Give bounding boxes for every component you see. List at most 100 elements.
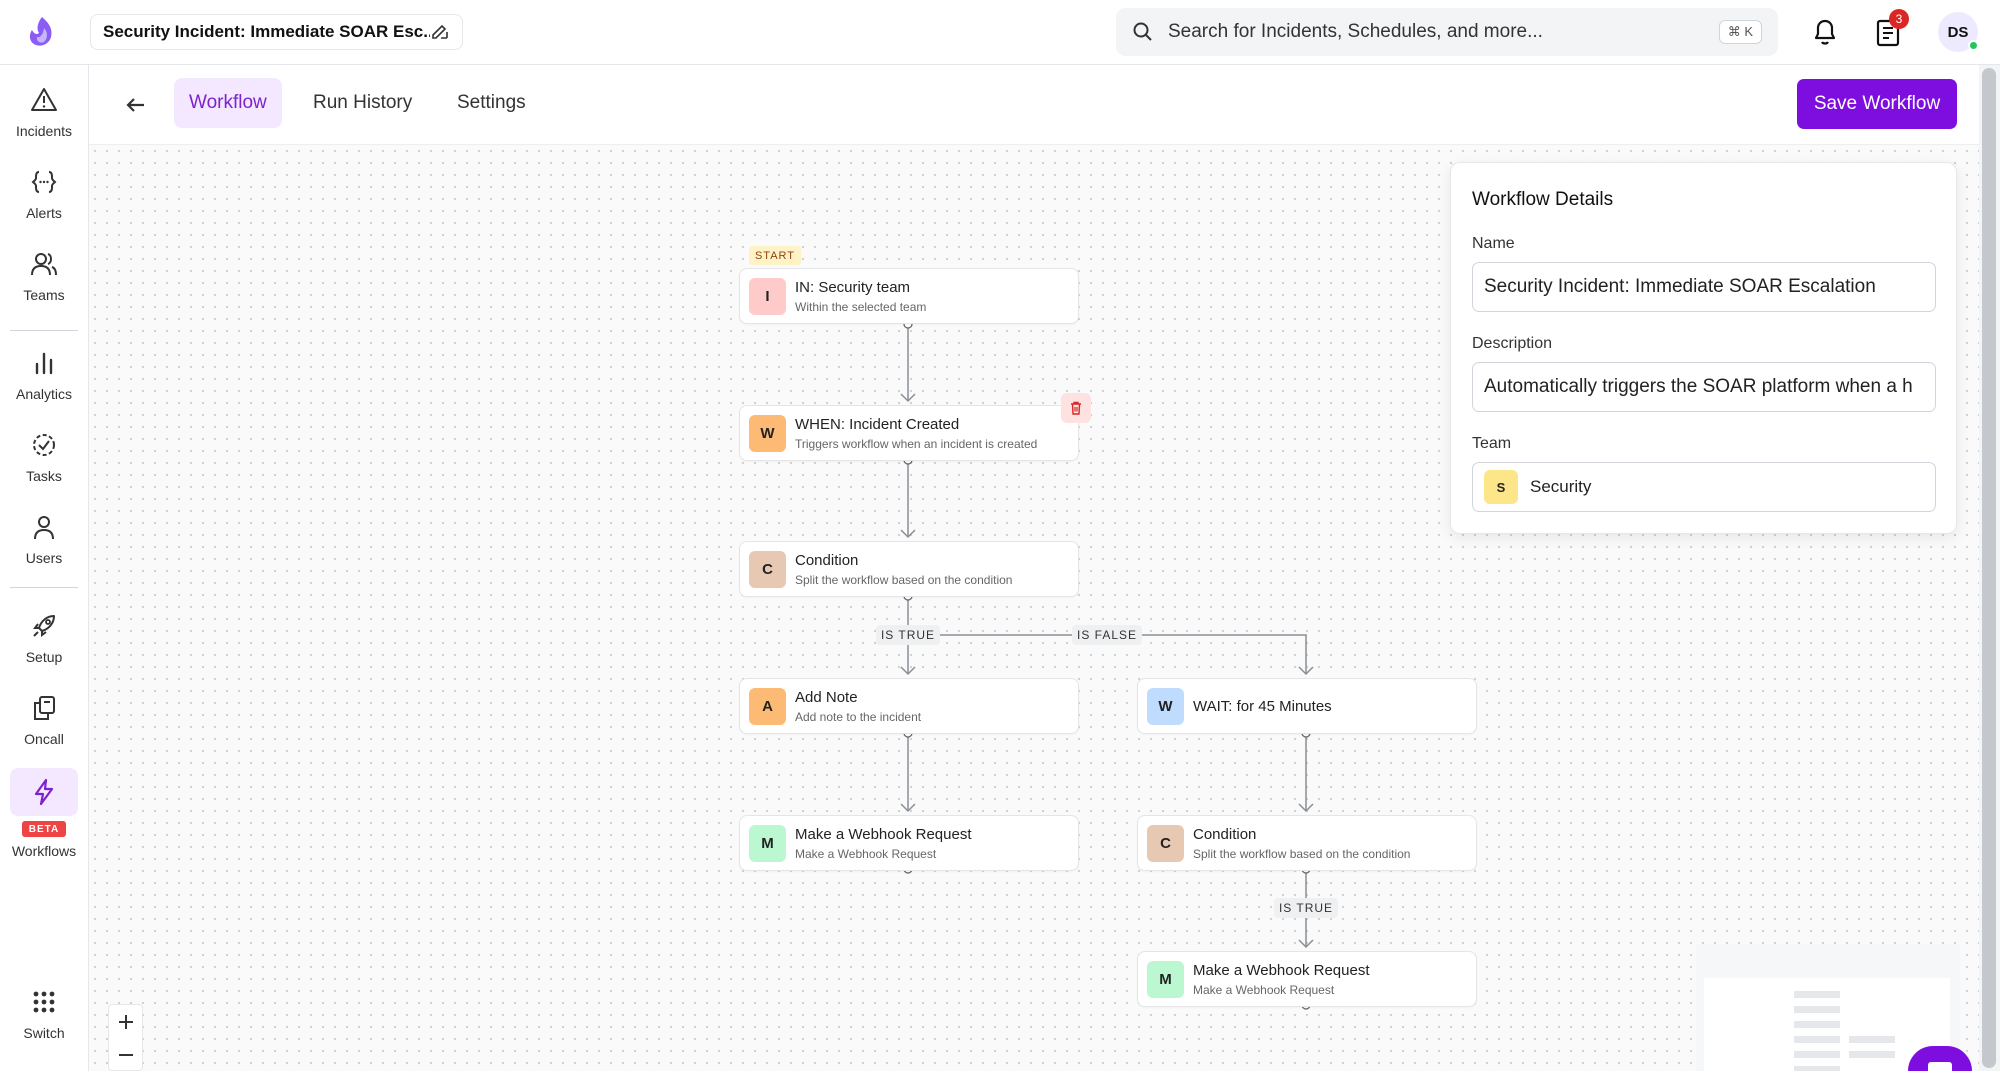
- page-scrollbar[interactable]: [1979, 65, 2000, 1071]
- chat-launcher-button[interactable]: [1908, 1046, 1972, 1071]
- workflow-node-trigger-team[interactable]: I IN: Security team Within the selected …: [739, 268, 1079, 324]
- node-letter-icon: C: [749, 551, 786, 588]
- beta-badge: BETA: [22, 821, 66, 837]
- sidebar-item-oncall[interactable]: Oncall: [0, 693, 88, 747]
- plus-icon: [118, 1014, 133, 1029]
- node-subtitle: Within the selected team: [795, 300, 927, 314]
- sidebar-item-label: Users: [25, 550, 63, 566]
- details-heading: Workflow Details: [1472, 189, 1614, 210]
- node-title: WAIT: for 45 Minutes: [1193, 698, 1332, 715]
- canvas-minimap[interactable]: [1696, 944, 1960, 1071]
- warning-triangle-icon: [31, 88, 57, 111]
- node-subtitle: Triggers workflow when an incident is cr…: [795, 437, 1038, 451]
- search-bar[interactable]: Search for Incidents, Schedules, and mor…: [1116, 8, 1778, 56]
- bell-icon[interactable]: [1810, 16, 1840, 48]
- node-letter-icon: I: [749, 278, 786, 315]
- description-label: Description: [1472, 335, 1553, 352]
- node-title: Make a Webhook Request: [795, 826, 972, 843]
- name-value: Security Incident: Immediate SOAR Escala…: [1484, 276, 1876, 297]
- minimap-viewport: [1704, 978, 1950, 1071]
- chat-icon: [1928, 1062, 1952, 1071]
- node-title: Condition: [1193, 826, 1257, 843]
- workflow-title-box[interactable]: Security Incident: Immediate SOAR Esc...: [90, 14, 463, 50]
- app-logo-icon[interactable]: [22, 14, 62, 50]
- tab-workflow[interactable]: Workflow: [174, 78, 282, 128]
- sidebar-item-incidents[interactable]: Incidents: [0, 85, 88, 139]
- workflow-node-condition-2[interactable]: C Condition Split the workflow based on …: [1137, 815, 1477, 871]
- sidebar-item-label: Incidents: [15, 123, 73, 139]
- sidebar-divider: [10, 587, 78, 588]
- sidebar-item-tasks[interactable]: Tasks: [0, 430, 88, 484]
- zoom-out-button[interactable]: [109, 1038, 142, 1071]
- node-subtitle: Split the workflow based on the conditio…: [795, 573, 1013, 587]
- trash-icon: [1071, 401, 1081, 415]
- node-title: Make a Webhook Request: [1193, 962, 1370, 979]
- node-title: IN: Security team: [795, 279, 911, 296]
- workflow-details-panel: Workflow Details Name Security Incident:…: [1450, 162, 1957, 534]
- notes-icon[interactable]: [1873, 16, 1903, 48]
- node-letter-icon: M: [749, 825, 786, 862]
- sidebar: Incidents Alerts Teams Analytics: [0, 65, 89, 1071]
- workflow-node-add-note[interactable]: A Add Note Add note to the incident: [739, 678, 1079, 734]
- search-shortcut: ⌘ K: [1718, 20, 1762, 44]
- workflow-title: Security Incident: Immediate SOAR Esc...: [103, 22, 430, 41]
- team-select[interactable]: S Security: [1472, 462, 1936, 512]
- sidebar-item-label: Switch: [23, 1025, 65, 1041]
- back-arrow-icon[interactable]: [122, 91, 150, 119]
- edge-label-is-true: IS TRUE: [1274, 898, 1338, 918]
- edit-icon[interactable]: [430, 22, 450, 42]
- bar-chart-icon: [35, 352, 53, 375]
- node-title: WHEN: Incident Created: [795, 416, 960, 433]
- sidebar-item-label: Workflows: [11, 843, 77, 859]
- node-letter-icon: W: [749, 415, 786, 452]
- edge-label-is-false: IS FALSE: [1072, 625, 1142, 645]
- description-input[interactable]: Automatically triggers the SOAR platform…: [1472, 362, 1936, 412]
- name-label: Name: [1472, 235, 1515, 252]
- check-circle-icon: [33, 434, 55, 456]
- workflow-node-webhook-2[interactable]: M Make a Webhook Request Make a Webhook …: [1137, 951, 1477, 1007]
- tab-run-history[interactable]: Run History: [313, 92, 413, 113]
- workflow-node-webhook[interactable]: M Make a Webhook Request Make a Webhook …: [739, 815, 1079, 871]
- sidebar-item-users[interactable]: Users: [0, 512, 88, 566]
- sidebar-item-setup[interactable]: Setup: [0, 611, 88, 665]
- search-placeholder: Search for Incidents, Schedules, and mor…: [1168, 21, 1543, 42]
- workflow-node-wait[interactable]: W WAIT: for 45 Minutes: [1137, 678, 1477, 734]
- sidebar-item-label: Analytics: [15, 386, 73, 402]
- pager-icon: [34, 696, 55, 720]
- node-title: Condition: [795, 552, 859, 569]
- delete-node-button[interactable]: [1061, 393, 1091, 423]
- name-input[interactable]: Security Incident: Immediate SOAR Escala…: [1472, 262, 1936, 312]
- description-value: Automatically triggers the SOAR platform…: [1484, 376, 1913, 397]
- sidebar-item-analytics[interactable]: Analytics: [0, 348, 88, 402]
- zoom-controls: [108, 1004, 143, 1071]
- workflow-node-when[interactable]: W WHEN: Incident Created Triggers workfl…: [739, 405, 1079, 461]
- scrollbar-thumb[interactable]: [1982, 68, 1996, 1068]
- tab-settings[interactable]: Settings: [457, 92, 526, 113]
- sidebar-item-workflows-active[interactable]: [10, 768, 78, 816]
- minimap-nodes: [1794, 991, 1895, 1071]
- notification-badge: 3: [1889, 9, 1909, 29]
- online-status-indicator: [1968, 40, 1979, 51]
- top-bar: Security Incident: Immediate SOAR Esc...…: [0, 0, 2000, 65]
- sidebar-item-teams[interactable]: Teams: [0, 249, 88, 303]
- sidebar-item-label: Teams: [23, 287, 65, 303]
- avatar[interactable]: DS: [1938, 12, 1979, 52]
- save-workflow-button[interactable]: Save Workflow: [1797, 79, 1957, 129]
- avatar-initials: DS: [1947, 23, 1969, 41]
- start-tag: START: [749, 246, 801, 265]
- people-icon: [31, 253, 57, 276]
- search-icon: [1133, 22, 1152, 41]
- zoom-in-button[interactable]: [109, 1005, 142, 1038]
- sidebar-divider: [10, 330, 78, 331]
- workflow-node-condition[interactable]: C Condition Split the workflow based on …: [739, 541, 1079, 597]
- braces-icon: [31, 171, 57, 193]
- sidebar-item-alerts[interactable]: Alerts: [0, 167, 88, 221]
- lightning-icon: [34, 778, 54, 806]
- node-subtitle: Make a Webhook Request: [1193, 983, 1335, 997]
- node-title: Add Note: [795, 689, 858, 706]
- sidebar-item-switch[interactable]: Switch: [0, 987, 88, 1041]
- team-avatar: S: [1484, 470, 1518, 504]
- grid-dots-icon: [33, 991, 55, 1013]
- sidebar-item-workflows[interactable]: Workflows: [0, 777, 88, 859]
